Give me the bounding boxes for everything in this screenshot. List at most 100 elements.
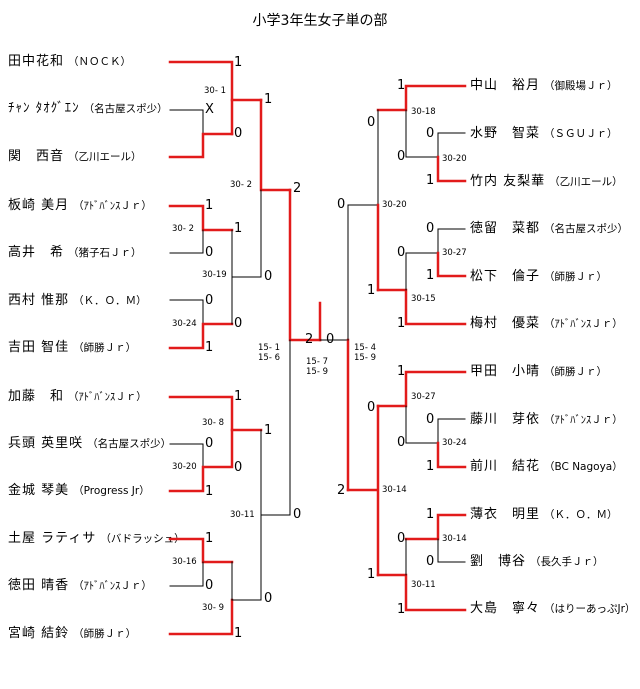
result-mark: 1 xyxy=(426,173,435,188)
result-mark: 0 xyxy=(337,197,346,212)
result-mark: 0 xyxy=(397,245,406,260)
result-mark: 0 xyxy=(264,269,273,284)
player-left-4: 板崎 美月（ｱﾄﾞﾊﾞﾝｽＪｒ） xyxy=(8,198,152,213)
player-left-3: 関 西音（乙川エール） xyxy=(8,149,142,164)
bracket-line-win xyxy=(436,441,467,469)
result-mark: 1 xyxy=(397,602,406,617)
match-score: 30-19 xyxy=(202,270,227,280)
match-score: 30-11 xyxy=(411,580,436,590)
result-mark: 2 xyxy=(293,181,302,196)
result-mark: 1 xyxy=(205,531,214,546)
match-score: 30-27 xyxy=(411,392,436,402)
match-score: 30-11 xyxy=(230,510,255,520)
result-mark: 0 xyxy=(205,578,214,593)
player-right-4: 徳留 菜都（名古屋スポ少） xyxy=(470,221,629,236)
result-mark: 0 xyxy=(367,115,376,130)
player-right-6: 梅村 優菜（ｱﾄﾞﾊﾞﾝｽＪｒ） xyxy=(470,316,623,331)
bracket-line-win xyxy=(259,98,292,192)
match-score: 30-14 xyxy=(442,534,467,544)
result-mark: 1 xyxy=(264,92,273,107)
result-mark: 0 xyxy=(293,507,302,522)
result-mark: 1 xyxy=(367,567,376,582)
result-mark: 0 xyxy=(397,149,406,164)
match-score: 30-18 xyxy=(411,107,436,117)
player-left-2: ﾁｬﾝ ﾀｵｸﾞｴﾝ（名古屋スポ少） xyxy=(8,101,168,116)
player-right-7: 甲田 小晴（師勝Ｊｒ） xyxy=(470,364,608,379)
result-mark: 1 xyxy=(205,484,214,499)
bracket-line-win xyxy=(346,404,380,577)
result-mark: 0 xyxy=(205,293,214,308)
result-mark: 2 xyxy=(337,483,346,498)
result-mark: 1 xyxy=(205,198,214,213)
result-mark: 1 xyxy=(397,316,406,331)
player-left-13: 宮崎 結鈴（師勝Ｊｒ） xyxy=(8,626,137,641)
bracket-line xyxy=(437,538,466,563)
player-right-8: 藤川 芽依（ｱﾄﾞﾊﾞﾝｽＪｒ） xyxy=(470,412,623,427)
bracket-line-win xyxy=(168,322,234,350)
bracket-line xyxy=(169,443,204,468)
player-left-8: 加藤 和（ｱﾄﾞﾊﾞﾝｽＪｒ） xyxy=(8,389,147,404)
match-score: 30- 2 xyxy=(172,224,194,234)
result-mark: 1 xyxy=(426,268,435,283)
match-score: 30- 8 xyxy=(202,418,224,428)
result-mark: 1 xyxy=(367,283,376,298)
player-left-12: 徳田 晴香（ｱﾄﾞﾊﾞﾝｽＪｒ） xyxy=(8,578,152,593)
result-mark: 1 xyxy=(234,55,243,70)
bracket-line-win xyxy=(376,288,467,326)
result-mark: 0 xyxy=(205,245,214,260)
bracket-line-win xyxy=(404,513,467,541)
final-score-mid: 15- 7 15- 9 xyxy=(306,357,328,377)
bracket-line xyxy=(169,229,204,254)
match-score: 30-27 xyxy=(442,248,467,258)
result-mark: 1 xyxy=(234,626,243,641)
match-score: 30-24 xyxy=(442,438,467,448)
result-mark: 1 xyxy=(397,364,406,379)
player-right-3: 竹内 友梨華（乙川エール） xyxy=(470,174,623,189)
bracket-line xyxy=(231,561,262,601)
bracket-line-win xyxy=(376,84,467,112)
match-score: 30-16 xyxy=(172,557,197,567)
bracket-line-win xyxy=(168,598,234,636)
bracket-line-win xyxy=(436,251,467,278)
bracket-line-win xyxy=(376,370,467,408)
player-left-6: 西村 惟那（Ｋ．Ｏ．Ｍ） xyxy=(8,293,147,308)
match-score: 30- 9 xyxy=(202,603,224,613)
match-score: 30- 2 xyxy=(230,180,252,190)
result-mark: 0 xyxy=(264,591,273,606)
player-right-10: 薄衣 明里（Ｋ．Ｏ．Ｍ） xyxy=(470,507,618,522)
result-mark: 0 xyxy=(426,412,435,427)
result-mark: 0 xyxy=(234,460,243,475)
result-mark: 1 xyxy=(426,459,435,474)
result-mark: 1 xyxy=(264,423,273,438)
result-mark: 0 xyxy=(426,221,435,236)
bracket-line xyxy=(405,109,466,158)
match-score: 30-20 xyxy=(442,154,467,164)
bracket-line xyxy=(260,429,291,601)
bracket-line xyxy=(169,561,204,587)
result-mark: 0 xyxy=(426,126,435,141)
player-left-5: 高井 希（猪子石Ｊｒ） xyxy=(8,245,142,260)
bracket-line-win xyxy=(168,204,234,232)
player-left-11: 土屋 ラティサ（バドラッシュ） xyxy=(8,531,185,546)
bracket-line-win xyxy=(436,155,467,183)
result-mark: 1 xyxy=(234,389,243,404)
result-mark: 0 xyxy=(397,531,406,546)
page-title: 小学3年生女子単の部 xyxy=(252,13,388,29)
result-mark: 0 xyxy=(205,436,214,451)
bracket-line-win xyxy=(168,537,234,564)
final-score-left: 15- 1 15- 6 xyxy=(258,343,280,363)
bracket-line-win xyxy=(168,132,234,159)
bracket-line-win xyxy=(376,573,467,612)
bracket-line-win xyxy=(168,428,234,493)
match-score: 30-15 xyxy=(411,294,436,304)
player-left-1: 田中花和（ＮＯＣＫ） xyxy=(8,54,132,69)
match-score: 30-20 xyxy=(172,462,197,472)
match-score: 30- 1 xyxy=(204,86,226,96)
bracket-line-win xyxy=(168,60,263,102)
match-score: 30-24 xyxy=(172,319,197,329)
match-score: 30-14 xyxy=(382,485,407,495)
player-right-2: 水野 智菜（ＳＧＵＪｒ） xyxy=(470,126,618,141)
final-result-right: 0 xyxy=(326,332,335,347)
player-left-7: 吉田 智佳（師勝Ｊｒ） xyxy=(8,340,137,355)
